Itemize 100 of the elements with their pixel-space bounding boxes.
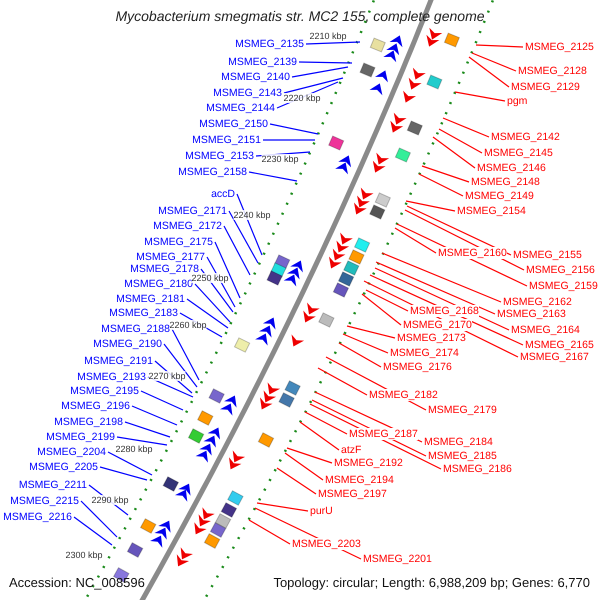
gene-label: MSMEG_2203: [292, 538, 361, 550]
leader-line: [292, 66, 348, 78]
gene-label: MSMEG_2154: [457, 205, 526, 217]
gene-label: MSMEG_2190: [93, 338, 162, 350]
gene-label: atzF: [341, 444, 362, 456]
gene-label: MSMEG_2179: [428, 404, 497, 416]
leader-line: [140, 390, 184, 411]
leader-line: [418, 173, 464, 197]
gene-label: MSMEG_2193: [77, 371, 146, 383]
leader-line: [438, 128, 482, 154]
leader-line: [108, 451, 152, 476]
gene-label: MSMEG_2215: [10, 495, 79, 507]
leader-line: [116, 436, 168, 446]
gene-label: MSMEG_2135: [235, 38, 304, 50]
gene-label: MSMEG_2201: [363, 553, 432, 565]
gene-label: MSMEG_2160: [438, 247, 507, 259]
gene-label: MSMEG_2167: [520, 351, 589, 363]
position-label: 2300 kbp: [65, 550, 103, 560]
gene-label: MSMEG_2163: [497, 308, 566, 320]
position-label: 2250 kbp: [191, 273, 229, 283]
gene-label: MSMEG_2187: [349, 428, 418, 440]
gene-label: MSMEG_2205: [29, 461, 98, 473]
gene-label: MSMEG_2171: [158, 205, 227, 217]
genome-info-text: Topology: circular; Length: 6,988,209 bp; Genes: 6,770: [273, 575, 590, 590]
gene-label: MSMEG_2192: [334, 457, 403, 469]
leader-line: [472, 52, 516, 72]
gene-label: MSMEG_2158: [178, 166, 247, 178]
leader-line: [74, 516, 112, 546]
gene-label: MSMEG_2194: [325, 474, 394, 486]
gene-label: MSMEG_2153: [185, 150, 254, 162]
gene-label: MSMEG_2142: [491, 131, 560, 143]
gene-label: MSMEG_2125: [525, 41, 594, 53]
position-label: 2210 kbp: [309, 31, 347, 41]
leader-line: [306, 41, 360, 45]
leader-line: [284, 452, 324, 480]
leader-line: [256, 502, 308, 512]
position-label: 2280 kbp: [115, 444, 153, 454]
leader-line: [171, 328, 200, 380]
position-label: 2290 kbp: [91, 495, 129, 505]
gene-label: MSMEG_2211: [18, 479, 87, 491]
gene-label: MSMEG_2195: [70, 385, 139, 397]
gene-label: MSMEG_2144: [206, 102, 275, 114]
leader-line: [248, 519, 290, 545]
gene-label: MSMEG_2148: [471, 176, 540, 188]
leader-line: [468, 56, 510, 88]
gene-label: MSMEG_2150: [199, 118, 268, 130]
gene-label: MSMEG_2177: [136, 251, 205, 263]
gene-label: MSMEG_2182: [369, 389, 438, 401]
genome-info-text: Accession: NC_008596: [9, 575, 145, 590]
leader-line: [164, 344, 198, 388]
leader-line: [100, 466, 148, 481]
leader-line: [124, 421, 170, 438]
leader-line: [263, 139, 315, 141]
gene-label: MSMEG_2129: [511, 81, 580, 93]
gene-label: MSMEG_2140: [221, 71, 290, 83]
gene-label: MSMEG_2199: [46, 431, 115, 443]
gene-label: MSMEG_2191: [84, 355, 153, 367]
leader-line: [338, 342, 382, 368]
leader-line: [346, 325, 396, 339]
gene-label: MSMEG_2196: [61, 400, 130, 412]
leader-line: [248, 171, 298, 182]
gene-label: pgm: [507, 95, 528, 107]
gene-label: MSMEG_2146: [477, 162, 546, 174]
leader-line: [318, 367, 368, 396]
leader-line: [300, 422, 340, 450]
gene-label: MSMEG_2178: [130, 263, 199, 275]
leader-line: [422, 165, 470, 183]
gene-label: MSMEG_2155: [513, 249, 582, 261]
gene-label: MSMEG_2181: [116, 293, 185, 305]
leader-line: [228, 210, 259, 264]
gene-label: MSMEG_2173: [397, 332, 466, 344]
leader-line: [270, 123, 318, 135]
gene-label: MSMEG_2184: [424, 436, 493, 448]
leader-line: [382, 252, 502, 303]
gene-label: MSMEG_2175: [144, 236, 213, 248]
gene-label: MSMEG_2151: [192, 134, 261, 146]
gene-label: MSMEG_2197: [318, 488, 387, 500]
leader-line: [286, 447, 332, 464]
gene-label: MSMEG_2174: [390, 347, 459, 359]
leader-line: [432, 136, 476, 168]
gene-label: MSMEG_2186: [443, 463, 512, 475]
gene-label: MSMEG_2172: [153, 220, 222, 232]
leader-line: [362, 294, 402, 326]
position-label: 2270 kbp: [148, 371, 186, 381]
leader-line: [132, 405, 178, 426]
gene-label: MSMEG_2165: [525, 339, 594, 351]
leader-line: [342, 333, 388, 354]
leader-line: [186, 298, 228, 328]
gene-label: MSMEG_2145: [484, 147, 553, 159]
gene-label: MSMEG_2164: [511, 324, 580, 336]
leader-line: [276, 468, 316, 494]
gene-label: MSMEG_2139: [228, 56, 297, 68]
leader-line: [442, 117, 490, 138]
gene-label: MSMEG_2216: [3, 511, 72, 523]
gene-label: MSMEG_2198: [54, 416, 123, 428]
leader-line: [376, 261, 496, 315]
leader-line: [366, 289, 408, 312]
gene-label: MSMEG_2170: [403, 319, 472, 331]
leader-line: [394, 227, 436, 254]
leader-line: [214, 242, 241, 298]
